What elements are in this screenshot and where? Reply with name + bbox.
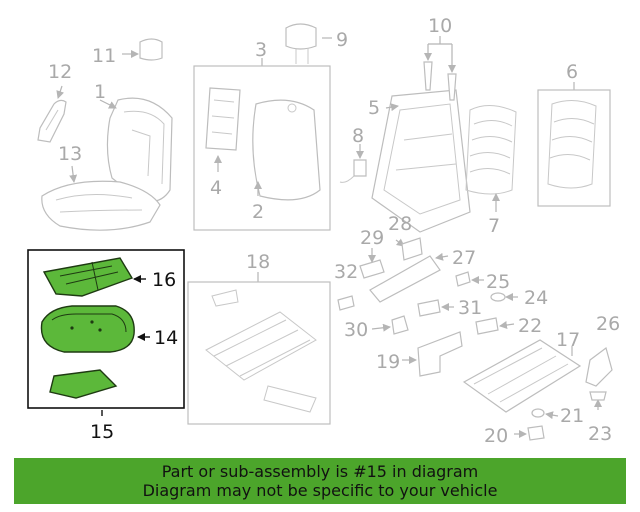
banner-line-1: Part or sub-assembly is #15 in diagram bbox=[161, 462, 479, 481]
group-box-3 bbox=[193, 65, 331, 231]
fastener-part[interactable] bbox=[527, 425, 545, 441]
callout-6[interactable]: 6 bbox=[566, 61, 578, 83]
callout-27[interactable]: 27 bbox=[452, 247, 476, 269]
seat-cushion-part[interactable] bbox=[41, 180, 161, 231]
guide-pin-part[interactable] bbox=[423, 61, 433, 91]
guide-pin-part-2[interactable] bbox=[447, 73, 457, 101]
clip-part[interactable] bbox=[455, 271, 471, 287]
cushion-pad-part[interactable] bbox=[40, 305, 135, 353]
callout-15[interactable]: 15 bbox=[90, 421, 114, 443]
knob-part[interactable] bbox=[359, 259, 385, 279]
callout-1[interactable]: 1 bbox=[94, 81, 106, 103]
callout-31[interactable]: 31 bbox=[458, 297, 482, 319]
callout-28[interactable]: 28 bbox=[388, 213, 412, 235]
callout-9[interactable]: 9 bbox=[336, 29, 348, 51]
callout-24[interactable]: 24 bbox=[524, 287, 548, 309]
callout-26[interactable]: 26 bbox=[596, 313, 620, 335]
cushion-insulator-part[interactable] bbox=[49, 369, 118, 399]
callout-4[interactable]: 4 bbox=[210, 177, 222, 199]
cap-part[interactable] bbox=[337, 295, 355, 311]
callout-2[interactable]: 2 bbox=[252, 201, 264, 223]
callout-25[interactable]: 25 bbox=[486, 271, 510, 293]
lumbar-spring-part[interactable] bbox=[547, 100, 597, 189]
callout-3[interactable]: 3 bbox=[255, 39, 267, 61]
headrest-small-part[interactable] bbox=[139, 38, 163, 61]
sensor-part[interactable] bbox=[339, 159, 367, 183]
callout-12[interactable]: 12 bbox=[48, 61, 72, 83]
trim-cover-part[interactable] bbox=[585, 346, 613, 387]
callout-10[interactable]: 10 bbox=[428, 15, 452, 37]
callout-5[interactable]: 5 bbox=[368, 97, 380, 119]
callout-13[interactable]: 13 bbox=[58, 143, 82, 165]
cushion-pad-upper-part[interactable] bbox=[42, 257, 134, 297]
callout-23[interactable]: 23 bbox=[588, 423, 612, 445]
seat-track-part[interactable] bbox=[205, 289, 317, 413]
back-cover-part[interactable] bbox=[252, 99, 321, 201]
callout-32[interactable]: 32 bbox=[334, 261, 358, 283]
callout-20[interactable]: 20 bbox=[484, 425, 508, 447]
side-trim-part[interactable] bbox=[37, 99, 67, 143]
switch-part[interactable] bbox=[401, 237, 423, 261]
info-banner: Part or sub-assembly is #15 in diagram D… bbox=[14, 458, 626, 504]
cover-part[interactable] bbox=[475, 317, 499, 335]
group-box-18 bbox=[187, 281, 331, 425]
callout-7[interactable]: 7 bbox=[488, 215, 500, 237]
spring-mat-part[interactable] bbox=[465, 105, 517, 195]
headrest-part[interactable] bbox=[285, 23, 317, 64]
callout-21[interactable]: 21 bbox=[560, 405, 584, 427]
callout-18[interactable]: 18 bbox=[246, 251, 270, 273]
seat-adjuster-part[interactable] bbox=[462, 339, 582, 413]
callout-29[interactable]: 29 bbox=[360, 227, 384, 249]
group-box-6 bbox=[537, 89, 611, 207]
seat-parts-diagram: 11 12 1 13 3 4 2 9 5 8 10 bbox=[27, 15, 620, 447]
callout-19[interactable]: 19 bbox=[376, 351, 400, 373]
callout-16[interactable]: 16 bbox=[152, 269, 176, 291]
grommet-part[interactable] bbox=[490, 292, 506, 302]
back-panel-part[interactable] bbox=[205, 87, 241, 151]
bracket-part[interactable] bbox=[391, 315, 409, 335]
selected-group-box bbox=[27, 249, 185, 409]
callout-14[interactable]: 14 bbox=[154, 327, 178, 349]
shield-part[interactable] bbox=[417, 331, 463, 377]
banner-line-2: Diagram may not be specific to your vehi… bbox=[142, 481, 498, 500]
back-frame-part[interactable] bbox=[371, 89, 471, 233]
side-shield-part[interactable] bbox=[369, 255, 441, 303]
callout-17[interactable]: 17 bbox=[556, 329, 580, 351]
connector-part[interactable] bbox=[417, 299, 441, 317]
bolt-part[interactable] bbox=[531, 408, 545, 418]
callout-30[interactable]: 30 bbox=[344, 319, 368, 341]
callout-22[interactable]: 22 bbox=[518, 315, 542, 337]
callout-11[interactable]: 11 bbox=[92, 45, 116, 67]
callout-8[interactable]: 8 bbox=[352, 125, 364, 147]
nut-part[interactable] bbox=[589, 391, 607, 401]
